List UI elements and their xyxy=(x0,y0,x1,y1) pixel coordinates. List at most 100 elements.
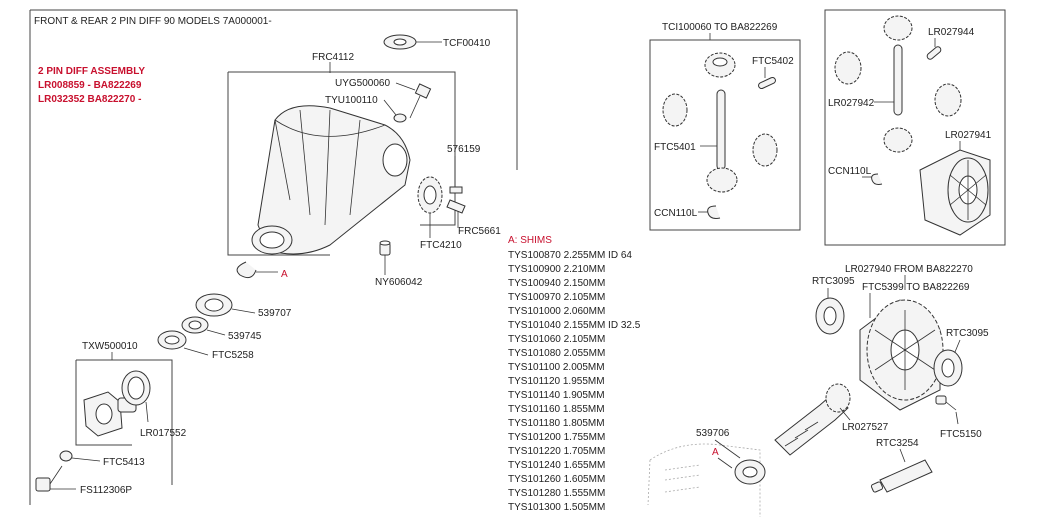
shim-item: TYS100870 2.255MM ID 64 xyxy=(508,250,632,261)
label-576159: 576159 xyxy=(447,144,481,155)
pin-lr027944 xyxy=(926,46,942,60)
label-ccn110l-b: CCN110L xyxy=(828,166,872,177)
washer-ftc5413 xyxy=(59,450,73,462)
gear-right-lr027941 xyxy=(934,83,962,117)
gear-ftc4210 xyxy=(417,176,443,214)
leader-lr027527 xyxy=(839,407,851,421)
label-tcf00410: TCF00410 xyxy=(443,38,491,49)
label-ftc5258: FTC5258 xyxy=(212,350,254,361)
assembly-line-2: LR032352 BA822270 - xyxy=(38,94,141,105)
label-lr027944: LR027944 xyxy=(928,27,975,38)
bolt-uyg500060 xyxy=(409,83,432,119)
sealant-tube-rtc3254 xyxy=(870,459,933,493)
shaft-lr027942 xyxy=(893,44,903,116)
gear-bottom xyxy=(706,167,738,193)
leader-ftc5413 xyxy=(71,457,101,462)
marker-a-left: A xyxy=(281,269,288,280)
bolt-ftc5150 xyxy=(935,395,957,411)
shim-item: TYS101240 1.655MM xyxy=(508,460,605,471)
label-tyu100110: TYU100110 xyxy=(325,95,378,106)
label-ftc5399: FTC5399 TO BA822269 xyxy=(862,282,970,293)
clip-ccn110l-b xyxy=(871,173,883,185)
shim-item: TYS101120 1.955MM xyxy=(508,376,605,387)
seal-539706 xyxy=(734,459,766,485)
gear-side-right xyxy=(752,133,778,167)
shim-item: TYS101220 1.705MM xyxy=(508,446,605,457)
label-lr027941: LR027941 xyxy=(945,130,992,141)
pin-576159 xyxy=(449,186,463,194)
label-ftc4210: FTC4210 xyxy=(420,240,462,251)
label-ftc5150: FTC5150 xyxy=(940,429,982,440)
washer-tyu100110 xyxy=(393,113,407,123)
label-ny606042: NY606042 xyxy=(375,277,423,288)
housing-frame xyxy=(227,71,456,256)
label-fs112306p: FS112306P xyxy=(80,485,132,496)
flange-frame xyxy=(75,359,173,485)
label-rtc3095-a: RTC3095 xyxy=(812,276,855,287)
leader-539707 xyxy=(231,308,256,314)
leader-marker-a-right xyxy=(717,457,733,469)
housing-outline-ghost xyxy=(647,443,761,517)
shim-item: TYS100970 2.105MM xyxy=(508,292,605,303)
shims-heading: A: SHIMS xyxy=(508,235,552,246)
label-lr027942: LR027942 xyxy=(828,98,875,109)
shim-item: TYS101000 2.060MM xyxy=(508,306,605,317)
assembly-line-1: LR008859 - BA822269 xyxy=(38,80,142,91)
shims-list: TYS100870 2.255MM ID 64 TYS100900 2.210M… xyxy=(508,250,641,513)
label-ftc5401: FTC5401 xyxy=(654,142,696,153)
label-lr027940: LR027940 FROM BA822270 xyxy=(845,264,973,275)
shim-item: TYS101140 1.905MM xyxy=(508,390,605,401)
leader-uyg500060 xyxy=(395,82,416,91)
leader-ftc5150 xyxy=(955,411,959,425)
diff-case-lr027941 xyxy=(919,149,991,236)
label-539706: 539706 xyxy=(696,428,730,439)
leader-rtc3254 xyxy=(899,448,906,463)
washer-tcf00410 xyxy=(383,34,417,50)
bearing-rtc3095-b xyxy=(933,349,963,387)
clip-ccn110l-a xyxy=(707,205,721,219)
pinion-lr027527 xyxy=(774,383,851,456)
bearing-rtc3095-a xyxy=(815,297,845,335)
shim-item: TYS101080 2.055MM xyxy=(508,348,605,359)
shim-item: TYS101280 1.555MM xyxy=(508,488,605,499)
shim-item: TYS101060 2.105MM xyxy=(508,334,605,345)
label-ccn110l-a: CCN110L xyxy=(654,208,698,219)
shim-539745 xyxy=(181,316,209,334)
seal-lr017552 xyxy=(121,370,151,406)
marker-a-right: A xyxy=(712,447,719,458)
shaft-ftc5401 xyxy=(716,89,726,171)
label-lr027527: LR027527 xyxy=(842,422,889,433)
shim-item: TYS101100 2.005MM xyxy=(508,362,605,373)
diagram-title: FRONT & REAR 2 PIN DIFF 90 MODELS 7A0000… xyxy=(34,16,272,27)
gear-top-lr027941 xyxy=(883,15,913,41)
leader-rtc3095-b xyxy=(954,339,961,353)
label-539745: 539745 xyxy=(228,331,262,342)
label-tci100060: TCI100060 TO BA822269 xyxy=(662,22,778,33)
shim-item: TYS101200 1.755MM xyxy=(508,432,605,443)
pin-ftc5402 xyxy=(758,76,776,90)
shim-item: TYS101260 1.605MM xyxy=(508,474,605,485)
diff-housing xyxy=(251,105,411,255)
leader-539706 xyxy=(714,439,741,459)
label-ftc5413: FTC5413 xyxy=(103,457,145,468)
gear-bottom-lr027941 xyxy=(883,127,913,153)
leader-tyu100110 xyxy=(383,99,397,116)
label-539707: 539707 xyxy=(258,308,292,319)
clip-frc5661 xyxy=(446,199,466,214)
leader-ftc5258 xyxy=(183,347,209,356)
shim-item: TYS100900 2.210MM xyxy=(508,264,605,275)
bearing-539707 xyxy=(195,293,233,317)
label-rtc3254: RTC3254 xyxy=(876,438,919,449)
seal-ftc5258 xyxy=(157,330,187,350)
nut-ny606042 xyxy=(379,240,391,256)
label-frc5661: FRC5661 xyxy=(458,226,501,237)
bolt-fs112306p xyxy=(35,465,63,492)
gear-side-lr027942 xyxy=(834,51,862,85)
gear-ftc5402-top xyxy=(704,52,736,78)
label-ftc5402: FTC5402 xyxy=(752,56,794,67)
shim-item: TYS101160 1.855MM xyxy=(508,404,605,415)
label-lr017552: LR017552 xyxy=(140,428,187,439)
lr027941-frame xyxy=(824,9,1006,246)
main-frame xyxy=(30,9,518,170)
